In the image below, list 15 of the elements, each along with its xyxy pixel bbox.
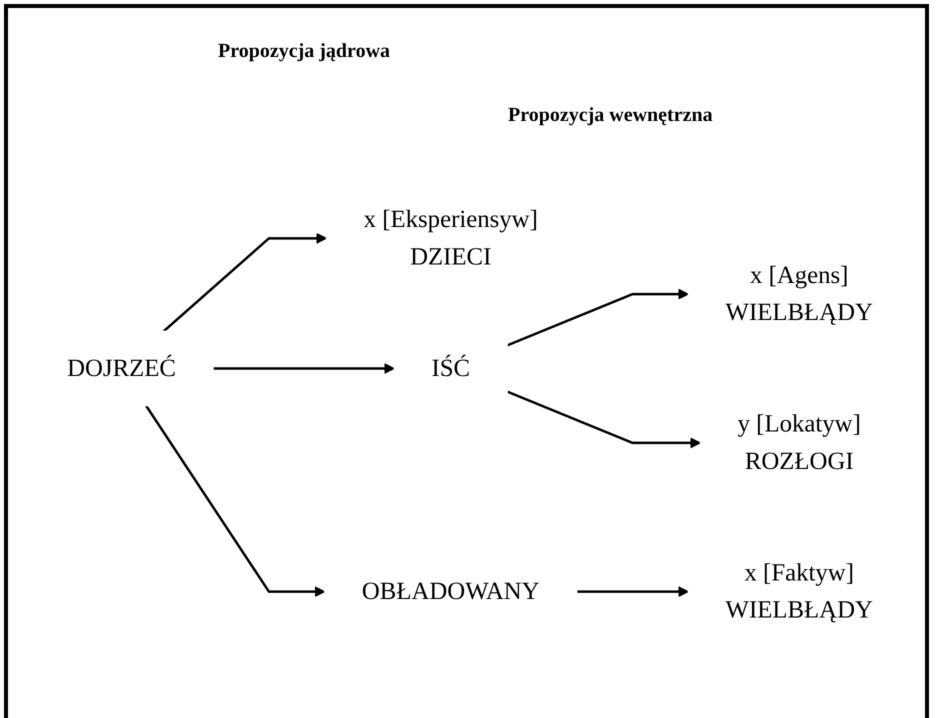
arrow: [576, 586, 689, 598]
node-text: OBŁADOWANY: [362, 578, 540, 606]
arrow: [213, 363, 395, 374]
arrow: [506, 288, 689, 347]
arrow: [145, 405, 326, 598]
node-text: x [Faktyw] WIELBŁĄDY: [726, 559, 873, 624]
heading-text: Propozycja wewnętrzna: [508, 104, 713, 127]
arrow: [506, 390, 701, 448]
node-text: y [Lokatyw] ROZŁOGI: [738, 410, 861, 476]
heading-text: Propozycja jądrowa: [218, 40, 390, 63]
node-text: DOJRZEĆ: [67, 354, 176, 382]
node-text: x [Agens] WIELBŁĄDY: [726, 262, 873, 326]
node-text: IŚĆ: [431, 354, 470, 382]
node-text: x [Eksperiensyw] DZIECI: [364, 206, 538, 271]
arrow: [162, 232, 327, 332]
